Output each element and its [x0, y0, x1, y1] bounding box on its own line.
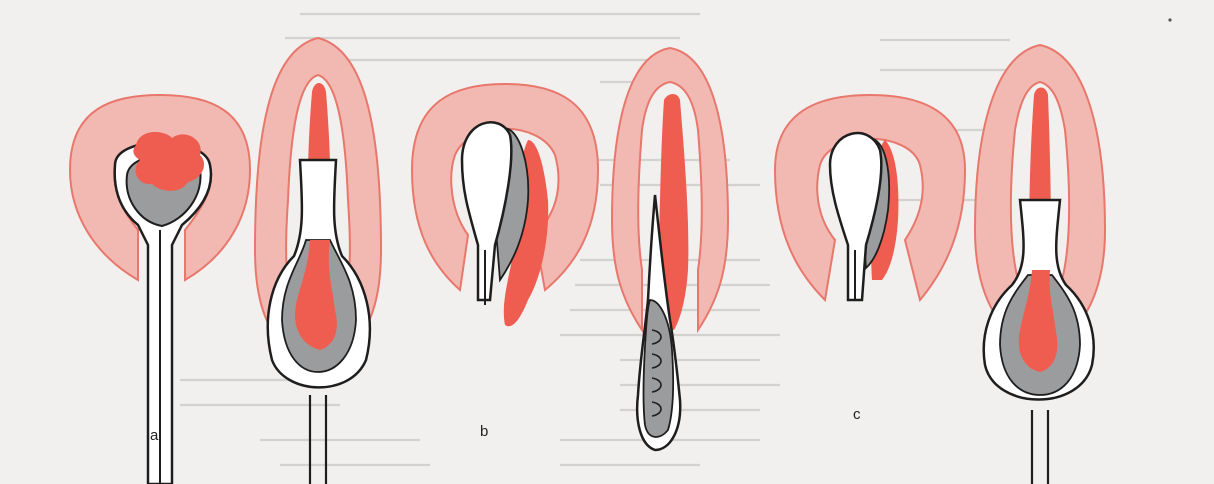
- page-speck: [1168, 18, 1171, 21]
- figure-label-a: a: [150, 428, 158, 443]
- diagram-figure-4: [612, 48, 728, 450]
- diagram-figure-a: [70, 95, 250, 484]
- diagram-figure-c: [775, 95, 965, 300]
- diagram-figure-2: [255, 38, 381, 484]
- diagram-figure-b: [412, 84, 598, 326]
- stalk: [1032, 410, 1048, 484]
- figure-label-b: b: [480, 424, 488, 439]
- figure-label-c: c: [853, 407, 861, 422]
- diagram-figure-6: [975, 45, 1105, 484]
